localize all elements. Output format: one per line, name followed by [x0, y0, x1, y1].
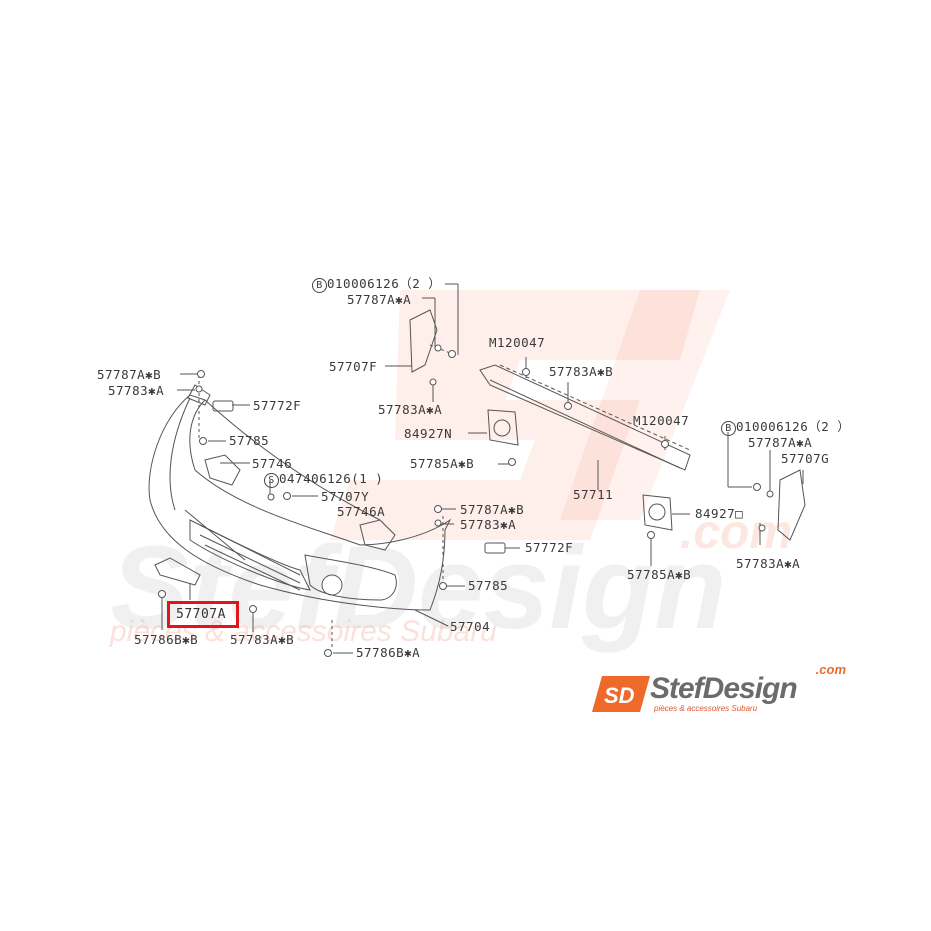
callout-57704: 57704 — [450, 619, 491, 634]
callout-57783-A-left: 57783✱A — [108, 383, 165, 398]
b-circle-marker-right: B — [721, 421, 736, 436]
callout-84927O: 84927□ — [695, 506, 744, 521]
callout-57783A-A-top: 57783A✱A — [378, 402, 443, 417]
sd-logo-icon: SD — [592, 676, 650, 712]
callout-57785A-B-left: 57785A✱B — [410, 456, 475, 471]
callout-M120047-right: M120047 — [633, 413, 690, 428]
callout-57783A-B-bottom: 57783A✱B — [230, 632, 295, 647]
callout-57707G: 57707G — [781, 451, 830, 466]
callout-57772F-mid: 57772F — [525, 540, 574, 555]
callout-57707A: 57707A — [176, 607, 226, 622]
callout-57707Y: 57707Y — [321, 489, 370, 504]
svg-text:SD: SD — [604, 683, 635, 708]
callout-57707F: 57707F — [329, 359, 378, 374]
callout-57785-left: 57785 — [229, 433, 270, 448]
callout-57786B-A: 57786B✱A — [356, 645, 421, 660]
callout-57787A-B-left: 57787A✱B — [97, 367, 162, 382]
callout-57787A-A-right: 57787A✱A — [748, 435, 813, 450]
callout-57786B-B: 57786B✱B — [134, 632, 199, 647]
callout-84927N: 84927N — [404, 426, 453, 441]
stefdesign-logo: SD StefDesign .com pièces & accessoires … — [588, 662, 850, 716]
b-circle-marker: B — [312, 278, 327, 293]
watermark-com: .com — [680, 506, 793, 559]
bumper-57704-shape — [148, 394, 452, 611]
callout-57783A-A-right: 57783A✱A — [736, 556, 801, 571]
logo-tagline: pièces & accessoires Subaru — [654, 704, 758, 713]
callout-57783-A-mid: 57783✱A — [460, 517, 517, 532]
logo-brand: StefDesign — [650, 672, 798, 705]
callout-M120047-left: M120047 — [489, 335, 546, 350]
highlight-box-57707A — [167, 601, 239, 628]
callout-57711: 57711 — [573, 487, 614, 502]
s-circle-marker: S — [264, 473, 279, 488]
logo-com: .com — [815, 662, 846, 677]
watermark-brand: StefDesign — [110, 522, 727, 654]
callout-57783A-B-top: 57783A✱B — [549, 364, 614, 379]
callout-57746A: 57746A — [337, 504, 386, 519]
callout-57787A-B-mid: 57787A✱B — [460, 502, 525, 517]
callout-57772F-left: 57772F — [253, 398, 302, 413]
watermark-tagline: pièces & accessoires Subaru — [110, 615, 497, 648]
callout-57785A-B-right: 57785A✱B — [627, 567, 692, 582]
callout-57746: 57746 — [252, 456, 293, 471]
callout-57787A-A-top: 57787A✱A — [347, 292, 412, 307]
callout-57785-mid: 57785 — [468, 578, 509, 593]
